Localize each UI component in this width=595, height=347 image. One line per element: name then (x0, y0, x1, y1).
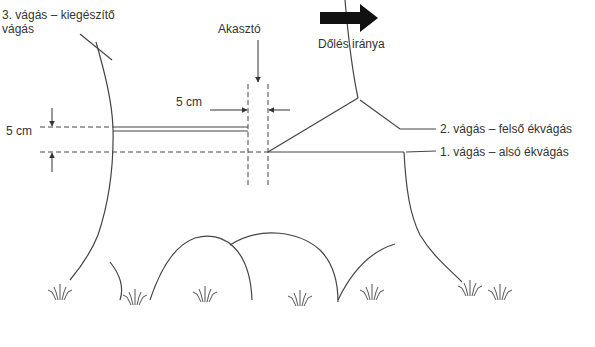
dimension-arrow (269, 110, 290, 111)
root (150, 236, 252, 300)
leader-line (80, 34, 112, 60)
grass-blade (60, 284, 61, 300)
pointer-arrow (258, 40, 259, 82)
dimension-arrow (52, 108, 53, 126)
grass-blade (294, 293, 298, 306)
grass-blade (54, 287, 58, 300)
label: Akasztó (218, 22, 278, 36)
grass-blade (366, 287, 370, 300)
upper-notch-cut (268, 98, 358, 152)
label: Dőlés iránya (318, 37, 408, 51)
label: 5 cm (176, 95, 210, 109)
grass-blade (135, 289, 136, 305)
root (110, 262, 122, 300)
root (338, 244, 395, 300)
grass-blade (199, 289, 203, 302)
leader-line (406, 151, 436, 152)
label: 2. vágás – felső ékvágás (440, 122, 590, 136)
grass-blade (205, 286, 206, 302)
guide-line (40, 127, 268, 152)
grass-blade (464, 283, 468, 296)
trunk-edge (70, 42, 113, 280)
back-cut (113, 127, 248, 131)
grass-blade (470, 280, 471, 296)
grass-blade (474, 286, 482, 296)
grass-blade (209, 292, 217, 302)
root (230, 233, 338, 302)
grass-blade (48, 290, 56, 300)
grass-blade (193, 292, 201, 302)
label: 5 cm (6, 124, 40, 138)
direction-arrow (320, 4, 378, 32)
grass-blade (123, 295, 131, 305)
grass-blade (504, 290, 512, 300)
grass-blade (458, 286, 466, 296)
grass-blade (139, 295, 147, 305)
grass-blade (300, 290, 301, 306)
grass-blade (376, 290, 384, 300)
dimension-arrow (52, 153, 53, 172)
grass-blade (360, 290, 368, 300)
label: 1. vágás – alsó ékvágás (440, 145, 590, 159)
leader-line (360, 100, 436, 129)
grass-blade (494, 287, 498, 300)
grass-blade (488, 290, 496, 300)
grass-blade (372, 284, 373, 300)
grass-blade (304, 296, 312, 306)
lower-notch-cut (268, 151, 404, 152)
grass-blade (129, 292, 133, 305)
grass-blade (288, 296, 296, 306)
grass-blade (500, 284, 501, 300)
grass-blade (64, 290, 72, 300)
label: 3. vágás – kiegészítő vágás (2, 8, 127, 36)
grass (48, 280, 512, 306)
trunk-edge (404, 152, 462, 282)
dimension-arrow (210, 110, 247, 111)
guide-line (248, 84, 268, 188)
